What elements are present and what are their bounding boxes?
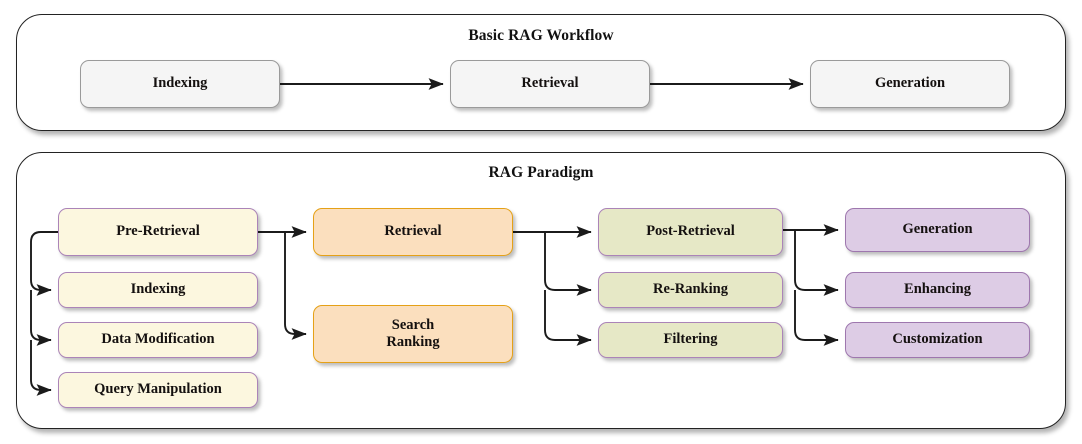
node-label: Query Manipulation bbox=[94, 381, 222, 398]
node-re-ranking[interactable]: Re-Ranking bbox=[598, 272, 783, 308]
node-label: Customization bbox=[892, 331, 983, 348]
node-label: Enhancing bbox=[904, 281, 971, 298]
panel-basic-title: Basic RAG Workflow bbox=[468, 27, 614, 44]
node-label: Post-Retrieval bbox=[646, 223, 735, 240]
node-query-manipulation[interactable]: Query Manipulation bbox=[58, 372, 258, 408]
node-label: Re-Ranking bbox=[653, 281, 728, 298]
node-label: Indexing bbox=[130, 281, 186, 298]
node-label: Retrieval bbox=[521, 75, 579, 92]
node-retrieval[interactable]: Retrieval bbox=[313, 208, 513, 256]
node-retrieval[interactable]: Retrieval bbox=[450, 60, 650, 108]
node-filtering[interactable]: Filtering bbox=[598, 322, 783, 358]
node-indexing[interactable]: Indexing bbox=[80, 60, 280, 108]
node-label: Generation bbox=[902, 221, 973, 238]
node-label: Retrieval bbox=[384, 223, 442, 240]
node-data-modification[interactable]: Data Modification bbox=[58, 322, 258, 358]
panel-paradigm-title: RAG Paradigm bbox=[488, 164, 594, 181]
node-label: Data Modification bbox=[101, 331, 215, 348]
node-enhancing[interactable]: Enhancing bbox=[845, 272, 1030, 308]
node-label: Indexing bbox=[152, 75, 208, 92]
node-indexing[interactable]: Indexing bbox=[58, 272, 258, 308]
node-label: Generation bbox=[874, 75, 946, 92]
node-pre-retrieval[interactable]: Pre-Retrieval bbox=[58, 208, 258, 256]
node-label: Filtering bbox=[663, 331, 718, 348]
node-generation[interactable]: Generation bbox=[845, 208, 1030, 252]
node-post-retrieval[interactable]: Post-Retrieval bbox=[598, 208, 783, 256]
node-label: Pre-Retrieval bbox=[116, 223, 200, 240]
node-customization[interactable]: Customization bbox=[845, 322, 1030, 358]
node-generation[interactable]: Generation bbox=[810, 60, 1010, 108]
